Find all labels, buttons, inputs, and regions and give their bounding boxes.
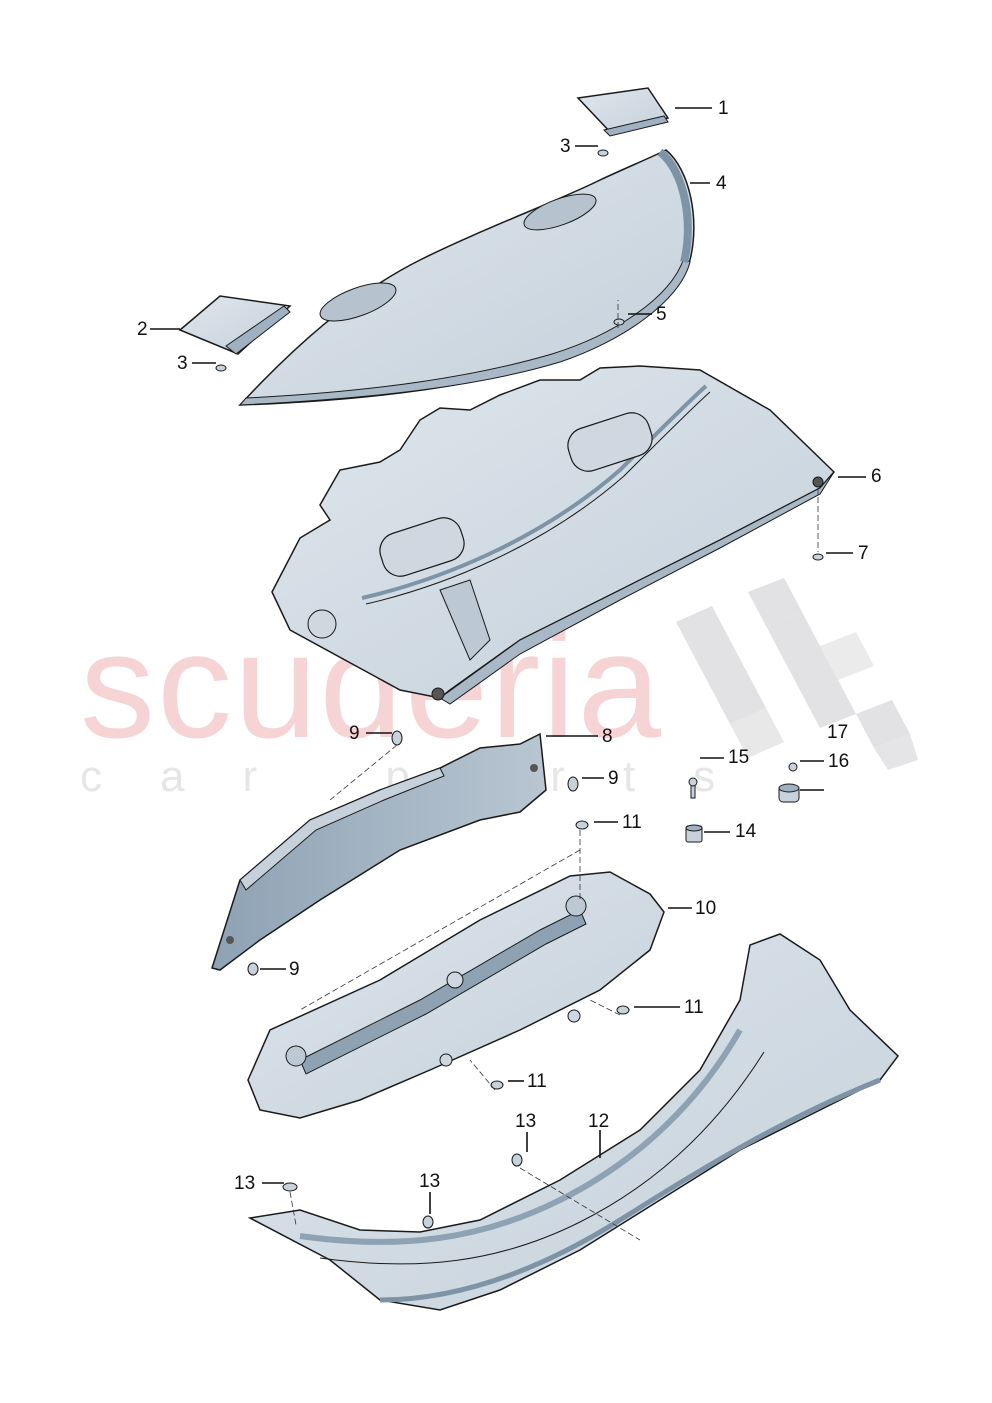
part-9-clip-c bbox=[247, 962, 259, 976]
part-4-parcel-shelf bbox=[238, 148, 695, 406]
assembly-lines bbox=[289, 300, 819, 1241]
part-1-cover-flap bbox=[576, 87, 670, 137]
callout-9b: 9 bbox=[608, 768, 619, 789]
callout-13b: 13 bbox=[419, 1171, 441, 1192]
callout-16: 16 bbox=[828, 751, 850, 772]
part-11-nut-b bbox=[616, 1005, 630, 1015]
part-2-cover-flap bbox=[178, 295, 292, 355]
callout-1: 1 bbox=[718, 98, 729, 119]
callout-9a: 9 bbox=[349, 723, 360, 744]
callout-5: 5 bbox=[656, 304, 667, 325]
callout-6: 6 bbox=[871, 466, 882, 487]
part-13-clip-b bbox=[422, 1215, 434, 1229]
part-6-floor-panel bbox=[271, 365, 836, 705]
callout-3a: 3 bbox=[560, 136, 571, 157]
callout-12: 12 bbox=[588, 1111, 610, 1132]
callout-10: 10 bbox=[695, 898, 717, 919]
callout-4: 4 bbox=[716, 173, 727, 194]
part-9-clip-b bbox=[567, 776, 579, 792]
part-8-bracket bbox=[211, 732, 547, 971]
callout-8: 8 bbox=[602, 726, 613, 747]
part-11-nut-a bbox=[575, 820, 589, 830]
callout-15: 15 bbox=[728, 747, 750, 768]
fasteners bbox=[215, 149, 824, 1229]
part-17-plug bbox=[788, 762, 798, 772]
part-12-underbody-arch bbox=[247, 933, 899, 1311]
part-10-cover-panel bbox=[247, 871, 665, 1119]
part-13-clip-c bbox=[282, 1182, 298, 1192]
callout-7: 7 bbox=[858, 543, 869, 564]
callout-9c: 9 bbox=[289, 959, 300, 980]
callout-13c: 13 bbox=[234, 1173, 256, 1194]
part-11-nut-c bbox=[490, 1080, 504, 1090]
part-3-nut-a bbox=[597, 149, 609, 157]
callout-11c: 11 bbox=[527, 1071, 547, 1092]
callout-11a: 11 bbox=[622, 812, 642, 833]
leader-lines bbox=[150, 107, 866, 1214]
part-3-nut-b bbox=[215, 364, 227, 372]
callout-2: 2 bbox=[137, 319, 148, 340]
callout-11b: 11 bbox=[684, 997, 704, 1018]
part-7-nut bbox=[812, 553, 824, 561]
part-5-nut bbox=[613, 318, 625, 326]
callout-14: 14 bbox=[735, 821, 757, 842]
part-9-clip-a bbox=[391, 730, 403, 746]
callout-13a: 13 bbox=[515, 1111, 537, 1132]
callout-17: 17 bbox=[827, 722, 849, 743]
part-13-clip-a bbox=[511, 1153, 523, 1167]
callout-3b: 3 bbox=[177, 353, 188, 374]
